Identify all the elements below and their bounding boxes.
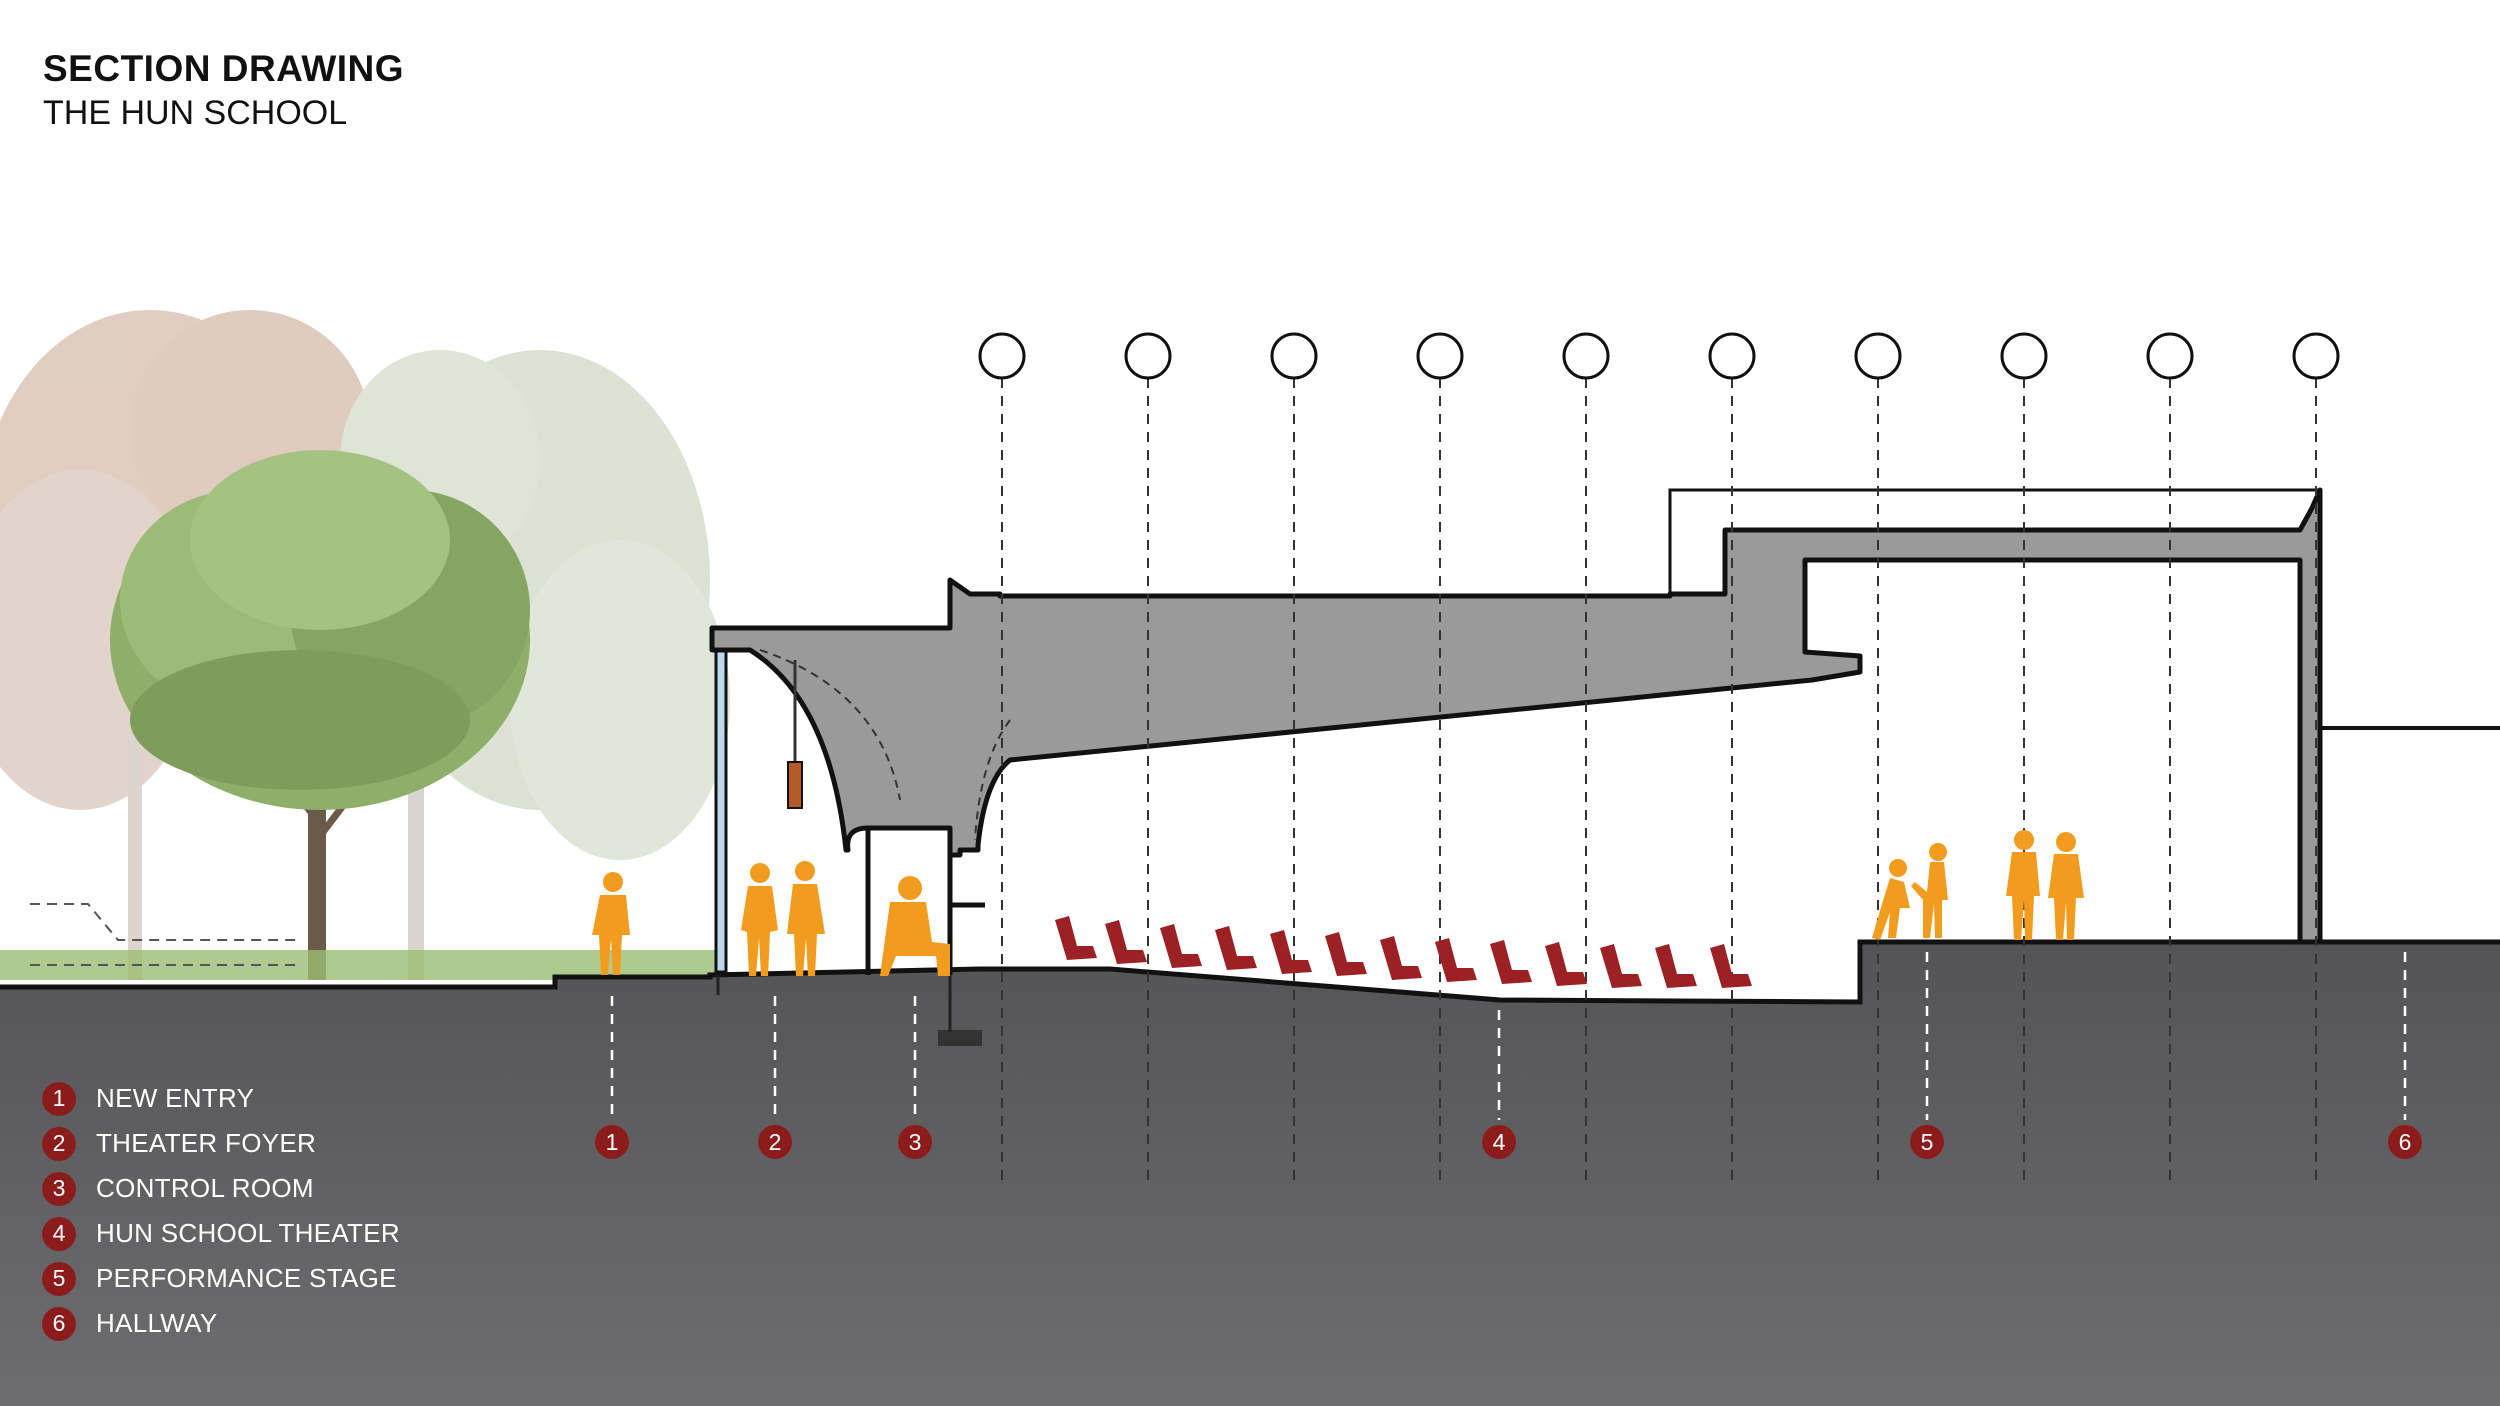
legend-item: 5 PERFORMANCE STAGE (42, 1256, 400, 1301)
legend-label: CONTROL ROOM (96, 1173, 314, 1203)
legend-label: HALLWAY (96, 1308, 218, 1338)
drawing-subtitle: THE HUN SCHOOL (43, 94, 348, 132)
legend-item: 1 NEW ENTRY (42, 1076, 400, 1121)
legend-number: 2 (42, 1126, 76, 1161)
drawing-title: SECTION DRAWING (43, 48, 405, 89)
legend-label: PERFORMANCE STAGE (96, 1263, 397, 1293)
legend-item: 3 CONTROL ROOM (42, 1166, 400, 1211)
section-marker-2: 2 (758, 1125, 792, 1159)
section-marker-6: 6 (2388, 1125, 2422, 1159)
glass-wall (714, 634, 728, 974)
marker-leaders (610, 952, 2407, 1120)
grid-bubbles (978, 332, 2340, 380)
theater-seats (1055, 916, 1752, 988)
people (592, 830, 2084, 976)
title-block: SECTION DRAWING THE HUN SCHOOL (43, 48, 404, 133)
roof-structure (709, 487, 2323, 945)
section-marker-3: 3 (898, 1125, 932, 1159)
legend-number: 6 (42, 1306, 76, 1341)
legend-item: 4 HUN SCHOOL THEATER (42, 1211, 400, 1256)
section-marker-5: 5 (1910, 1125, 1944, 1159)
legend-number: 5 (42, 1261, 76, 1296)
foreground-tree (110, 450, 530, 980)
legend-number: 4 (42, 1216, 76, 1251)
section-marker-4: 4 (1482, 1125, 1516, 1159)
grid-lines (1001, 378, 2317, 1180)
ground (0, 942, 2500, 1406)
legend-label: HUN SCHOOL THEATER (96, 1218, 400, 1248)
legend-item: 2 THEATER FOYER (42, 1121, 400, 1166)
legend-number: 1 (42, 1081, 76, 1116)
legend-label: THEATER FOYER (96, 1128, 317, 1158)
legend-item: 6 HALLWAY (42, 1301, 400, 1346)
legend-label: NEW ENTRY (96, 1083, 255, 1113)
section-marker-1: 1 (595, 1125, 629, 1159)
legend-number: 3 (42, 1171, 76, 1206)
legend: 1 NEW ENTRY 2 THEATER FOYER 3 CONTROL RO… (42, 1076, 400, 1346)
